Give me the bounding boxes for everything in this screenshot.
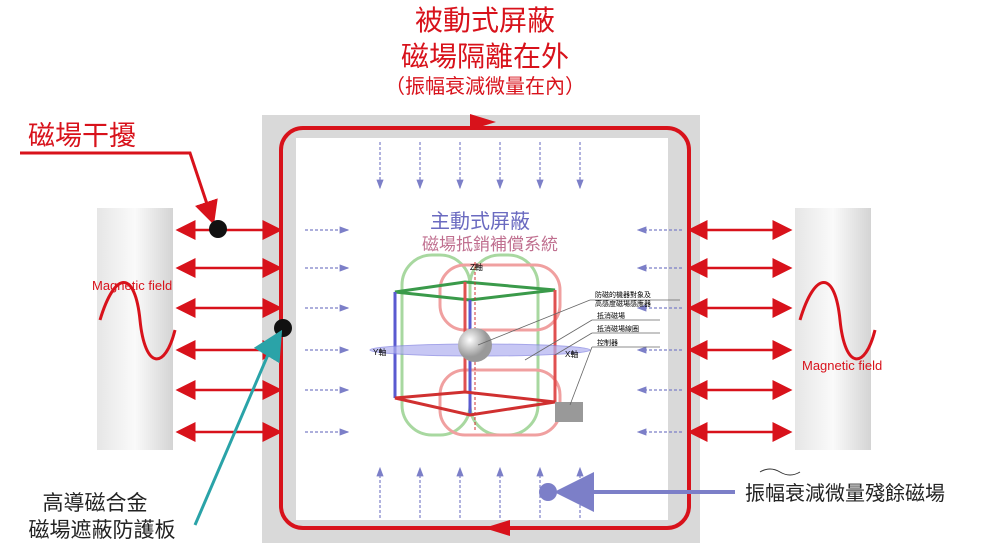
interference-point [209, 220, 227, 238]
residual-field-arrows [305, 142, 682, 518]
callout-controller: 控制器 [597, 338, 618, 347]
flux-direction-arrow-top [470, 114, 496, 130]
flux-direction-arrow-bottom [484, 520, 510, 536]
active-shield-subtitle: 磁場抵銷補償系統 [422, 235, 558, 255]
callout-cancel-field: 抵消磁場 [597, 311, 625, 320]
interference-pointer [20, 151, 218, 225]
residual-label: 振幅衰減微量殘餘磁場 [745, 481, 945, 505]
residual-field-point [539, 483, 557, 501]
callout-object-2: 高感度磁場感應器 [595, 299, 651, 308]
title-line-3: （振幅衰減微量在內） [385, 74, 585, 98]
y-axis-label: Y軸 [373, 347, 386, 357]
alloy-plate-point [274, 319, 292, 337]
left-field-source [97, 208, 173, 450]
interference-label: 磁場干擾 [28, 121, 136, 152]
alloy-label-line-1: 高導磁合金 [43, 491, 148, 515]
right-sine-wave [798, 281, 877, 361]
magnetic-field-right-label: Magnetic field [802, 358, 882, 373]
external-field-arrows [175, 220, 793, 442]
z-axis-label: Z軸 [470, 262, 483, 272]
magnetic-field-left-label: Magnetic field [92, 278, 172, 293]
active-shield-title: 主動式屏蔽 [430, 209, 530, 233]
alloy-label-line-2: 磁場遮蔽防護板 [29, 518, 176, 542]
left-sine-wave [98, 281, 177, 361]
callout-object-1: 防磁的機器對象及 [595, 290, 651, 299]
title-line-2: 磁場隔離在外 [401, 40, 569, 73]
x-axis-label: X軸 [565, 349, 578, 359]
alloy-pointer [193, 329, 283, 526]
compensation-coil-cube [369, 253, 680, 437]
title-line-1: 被動式屏蔽 [415, 4, 555, 37]
callout-cancel-coil: 抵消磁場線圈 [597, 324, 639, 333]
right-field-source [795, 208, 871, 450]
